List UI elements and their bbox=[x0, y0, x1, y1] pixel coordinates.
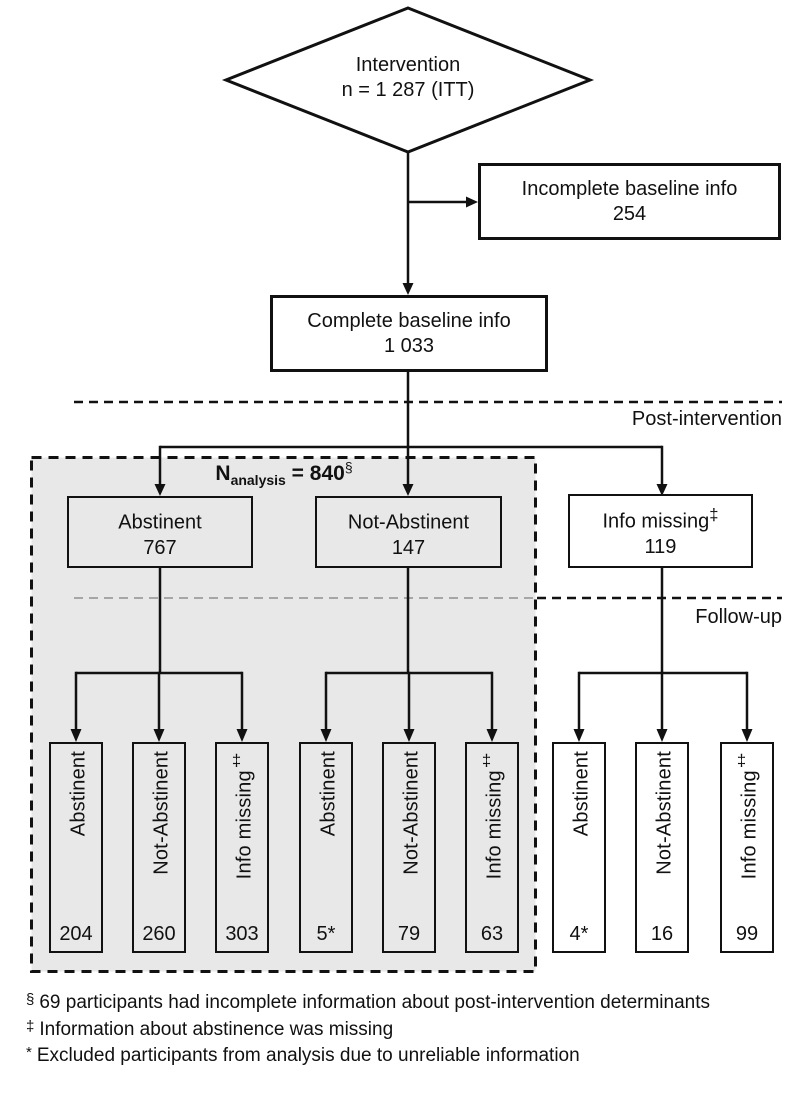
leaf-label: Not-Abstinent bbox=[653, 751, 676, 875]
arrowhead bbox=[656, 484, 668, 496]
leaf-value: 79 bbox=[397, 923, 421, 945]
leaf-label: Info missing‡ bbox=[227, 751, 256, 880]
followup-box-not-abstinent-2: Not-Abstinent 79 bbox=[382, 742, 436, 953]
leaf-label: Info missing‡ bbox=[477, 751, 506, 880]
arrowhead bbox=[154, 484, 166, 496]
leaf-value: 303 bbox=[225, 923, 259, 945]
leaf-label: Abstinent bbox=[317, 751, 340, 837]
section-label-post-intervention: Post-intervention bbox=[631, 408, 782, 430]
abstinent-post-label: Abstinent bbox=[118, 511, 202, 534]
info-missing-post-label: Info missing‡ bbox=[602, 505, 719, 533]
not-abstinent-post-box: Not-Abstinent 147 bbox=[315, 496, 502, 568]
leaf-value: 4* bbox=[569, 923, 589, 945]
incomplete-baseline-box: Incomplete baseline info 254 bbox=[478, 163, 781, 240]
footnotes: §69 participants had incomplete informat… bbox=[26, 988, 786, 1068]
not-abstinent-post-value: 147 bbox=[391, 536, 426, 559]
info-missing-post-box: Info missing‡ 119 bbox=[568, 494, 753, 568]
footnote-section: §69 participants had incomplete informat… bbox=[26, 991, 711, 1013]
abstinent-post-box: Abstinent 767 bbox=[67, 496, 253, 568]
leaf-label: Not-Abstinent bbox=[150, 751, 173, 875]
leaf-value: 99 bbox=[735, 923, 759, 945]
arrowhead bbox=[466, 196, 478, 208]
footnote-asterisk: *Excluded participants from analysis due… bbox=[26, 1044, 580, 1066]
leaf-value: 16 bbox=[650, 923, 674, 945]
arrowhead bbox=[402, 484, 414, 496]
leaf-label: Info missing‡ bbox=[732, 751, 761, 880]
leaf-label: Abstinent bbox=[67, 751, 90, 837]
followup-box-abstinent-3: Abstinent 4* bbox=[552, 742, 606, 953]
incomplete-baseline-label: Incomplete baseline info bbox=[521, 177, 738, 200]
followup-box-not-abstinent-3: Not-Abstinent 16 bbox=[635, 742, 689, 953]
section-label-follow-up: Follow-up bbox=[695, 606, 782, 628]
n-analysis-label: Nanalysis = 840§ bbox=[215, 459, 353, 489]
diamond-line1: Intervention bbox=[355, 54, 461, 76]
intervention-diamond-label: Intervention n = 1 287 (ITT) bbox=[258, 53, 558, 103]
not-abstinent-post-label: Not-Abstinent bbox=[347, 511, 470, 534]
info-missing-post-value: 119 bbox=[644, 535, 677, 558]
followup-box-abstinent-2: Abstinent 5* bbox=[299, 742, 353, 953]
followup-box-info-missing-1: Info missing‡ 303 bbox=[215, 742, 269, 953]
followup-box-abstinent-1: Abstinent 204 bbox=[49, 742, 103, 953]
complete-baseline-box: Complete baseline info 1 033 bbox=[270, 295, 548, 372]
complete-baseline-value: 1 033 bbox=[383, 334, 435, 357]
followup-box-not-abstinent-1: Not-Abstinent 260 bbox=[132, 742, 186, 953]
leaf-label: Not-Abstinent bbox=[400, 751, 423, 875]
leaf-value: 63 bbox=[480, 923, 504, 945]
complete-baseline-label: Complete baseline info bbox=[307, 309, 511, 332]
footnote-double-dagger: ‡Information about abstinence was missin… bbox=[26, 1017, 394, 1040]
followup-box-info-missing-3: Info missing‡ 99 bbox=[720, 742, 774, 953]
diamond-line2: n = 1 287 (ITT) bbox=[341, 79, 475, 101]
leaf-label: Abstinent bbox=[570, 751, 593, 837]
leaf-value: 260 bbox=[142, 923, 176, 945]
arrowhead bbox=[402, 283, 414, 295]
followup-box-info-missing-2: Info missing‡ 63 bbox=[465, 742, 519, 953]
abstinent-post-value: 767 bbox=[143, 536, 177, 559]
leaf-value: 204 bbox=[59, 923, 93, 945]
leaf-value: 5* bbox=[316, 923, 336, 945]
incomplete-baseline-value: 254 bbox=[612, 202, 647, 225]
